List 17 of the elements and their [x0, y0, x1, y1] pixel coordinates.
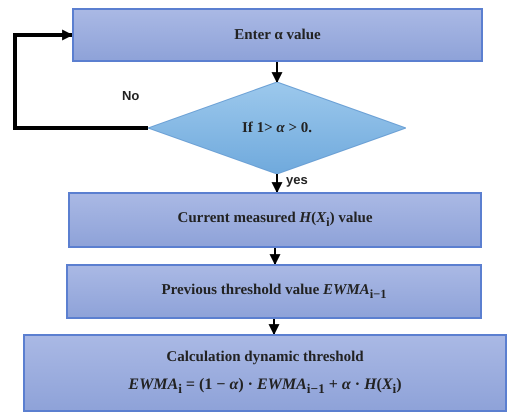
process-box [23, 334, 507, 412]
decision-diamond [148, 82, 406, 174]
node-text: Calculation dynamic threshold [166, 348, 364, 366]
arrow [272, 62, 282, 84]
arrow [13, 30, 148, 130]
node-text: Current measured H(X$_{i}$) value [177, 210, 373, 230]
node-text: If 1> α > 0. [242, 120, 312, 136]
node-text: Enter α value [234, 26, 321, 44]
process-box [66, 264, 482, 319]
formula-text: EWMA$_{i}$ = (1 − α) · EWMA$_{i−1}$ + α · H(X$_{i}$) [128, 376, 402, 398]
process-box [68, 192, 482, 248]
arrow [270, 248, 280, 266]
arrow [268, 319, 280, 336]
process-box [72, 8, 483, 62]
arrow [272, 174, 282, 194]
edge-label: No [120, 88, 142, 103]
node-text: Previous threshold value EWMA$_{i−1}$ [161, 282, 387, 302]
